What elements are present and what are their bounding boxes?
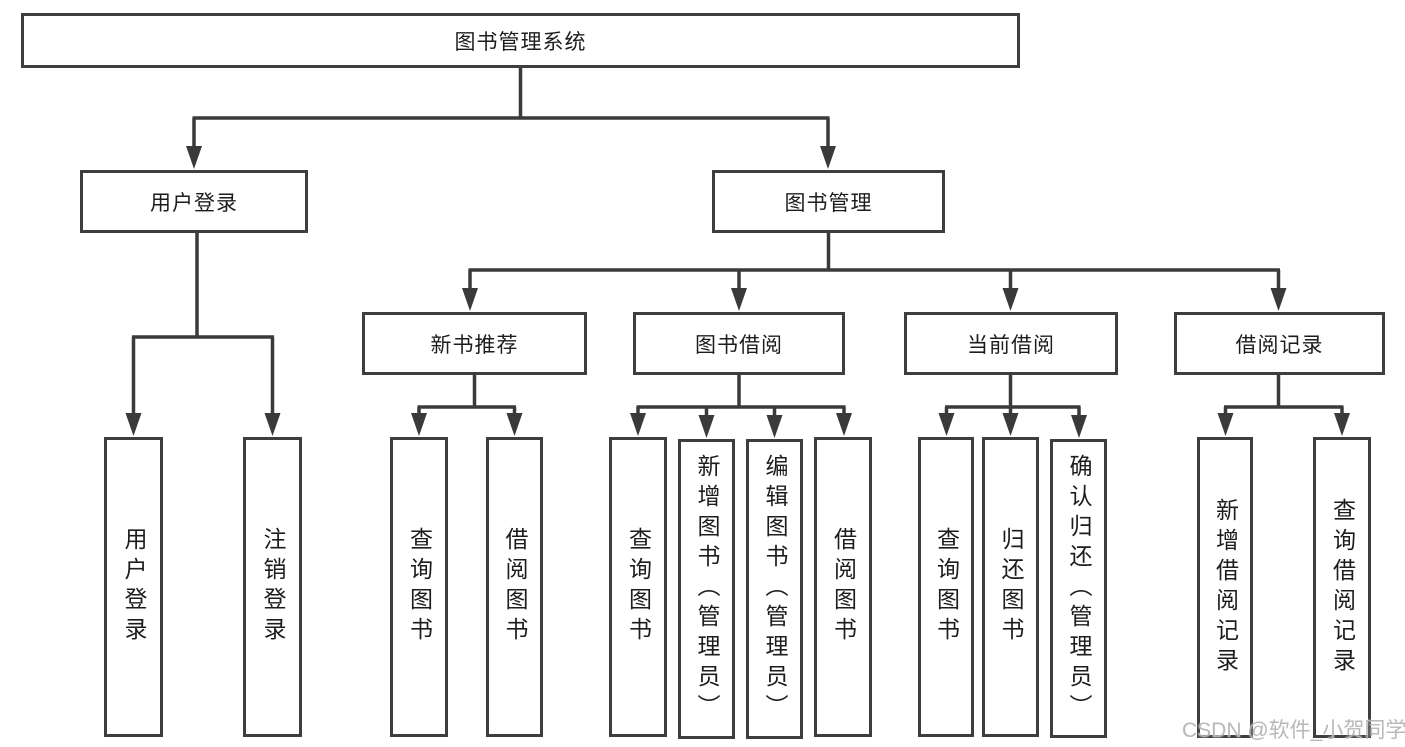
node-book-management: 图书管理: [712, 170, 945, 233]
csdn-watermark: CSDN @软件_小贺同学: [1182, 719, 1405, 742]
leaf-borrow-books-2: 借阅图书: [814, 437, 872, 737]
node-new-book-recommend: 新书推荐: [362, 312, 587, 375]
node-current-borrow-label: 当前借阅: [967, 333, 1055, 357]
leaf-logout-login-label: 注销登录: [260, 527, 286, 647]
node-book-management-label: 图书管理: [784, 191, 873, 215]
leaf-borrow-books-recommend: 借阅图书: [486, 437, 543, 737]
node-user-login-label: 用户登录: [150, 191, 238, 215]
leaf-user-login: 用户登录: [104, 437, 163, 737]
leaf-query-books-recommend-label: 查询图书: [406, 527, 433, 647]
leaf-query-borrow-record: 查询借阅记录: [1313, 437, 1371, 738]
leaf-user-login-label: 用户登录: [121, 527, 147, 647]
leaf-logout-login: 注销登录: [243, 437, 302, 737]
leaf-query-borrow-record-label: 查询借阅记录: [1329, 497, 1356, 678]
leaf-query-books-current: 查询图书: [918, 437, 974, 737]
node-root: 图书管理系统: [21, 13, 1020, 68]
leaf-query-books-current-label: 查询图书: [933, 527, 960, 647]
leaf-return-books: 归还图书: [982, 437, 1039, 737]
node-book-borrow-label: 图书借阅: [695, 333, 783, 357]
leaf-add-borrow-record: 新增借阅记录: [1197, 437, 1253, 738]
node-book-borrow: 图书借阅: [633, 312, 845, 375]
node-root-label: 图书管理系统: [454, 30, 587, 54]
leaf-confirm-return-admin-label: 确认归还（管理员）: [1066, 453, 1092, 724]
node-new-book-recommend-label: 新书推荐: [430, 333, 519, 357]
node-borrow-records-label: 借阅记录: [1235, 333, 1324, 357]
leaf-confirm-return-admin: 确认归还（管理员）: [1050, 439, 1107, 738]
leaf-query-books-recommend: 查询图书: [390, 437, 448, 737]
leaf-query-books-borrow: 查询图书: [609, 437, 667, 737]
leaf-borrow-books-2-label: 借阅图书: [830, 527, 857, 647]
leaf-add-books-admin: 新增图书（管理员）: [678, 439, 735, 739]
node-user-login: 用户登录: [80, 170, 308, 233]
leaf-query-books-borrow-label: 查询图书: [625, 527, 652, 647]
leaf-borrow-books-recommend-label: 借阅图书: [502, 527, 528, 647]
node-current-borrow: 当前借阅: [904, 312, 1118, 375]
leaf-add-books-admin-label: 新增图书（管理员）: [694, 454, 720, 724]
leaf-return-books-label: 归还图书: [998, 527, 1024, 647]
leaf-add-borrow-record-label: 新增借阅记录: [1212, 497, 1239, 678]
leaf-edit-books-admin-label: 编辑图书（管理员）: [762, 454, 788, 724]
leaf-edit-books-admin: 编辑图书（管理员）: [746, 439, 803, 739]
node-borrow-records: 借阅记录: [1174, 312, 1385, 375]
